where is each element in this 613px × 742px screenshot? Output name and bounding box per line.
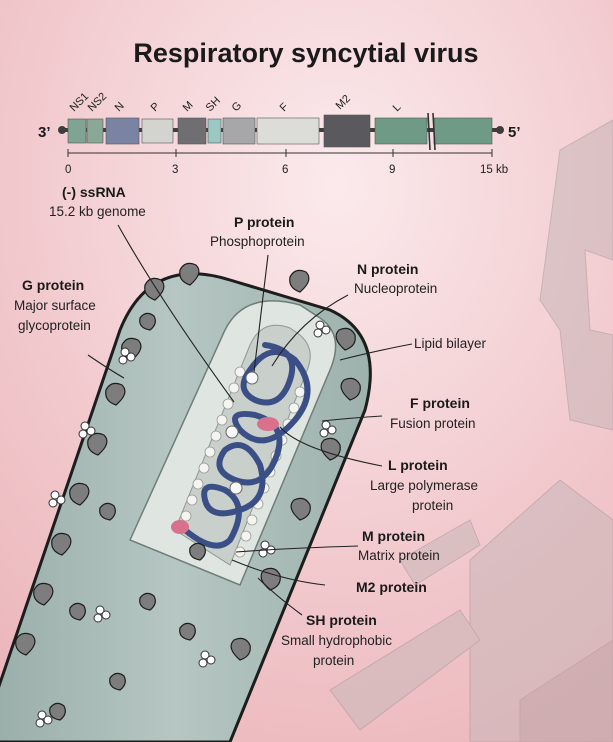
gene-m bbox=[178, 118, 206, 144]
genome-end-right bbox=[496, 126, 504, 134]
scale-tick-label: 15 bbox=[480, 164, 493, 176]
label-n-title: N protein bbox=[357, 261, 418, 277]
label-sh-title: SH protein bbox=[306, 612, 377, 628]
gene-n bbox=[106, 118, 139, 144]
label-ssrna-sub: 15.2 kb genome bbox=[49, 204, 146, 219]
gene-ns2 bbox=[87, 119, 103, 143]
label-m-sub: Matrix protein bbox=[358, 548, 440, 563]
label-m2-title: M2 protein bbox=[356, 579, 427, 595]
gene-f bbox=[257, 118, 319, 144]
gene-l-part1 bbox=[375, 118, 427, 144]
label-sh-sub2: protein bbox=[313, 653, 354, 668]
label-lipid: Lipid bilayer bbox=[414, 336, 487, 351]
genome-end-3prime: 3’ bbox=[38, 124, 51, 141]
label-p-title: P protein bbox=[234, 214, 294, 230]
genome-end-left bbox=[58, 126, 66, 134]
gene-p bbox=[142, 119, 173, 143]
scale-tick-label: 9 bbox=[389, 164, 395, 176]
genome-end-5prime: 5’ bbox=[508, 124, 521, 141]
label-g-sub2: glycoprotein bbox=[18, 318, 91, 333]
gene-ns1 bbox=[68, 119, 86, 143]
gene-sh bbox=[208, 119, 221, 143]
l-protein bbox=[257, 417, 279, 431]
scale-tick-label: 3 bbox=[172, 164, 178, 176]
label-g-sub1: Major surface bbox=[14, 298, 96, 313]
scale-tick-label: 6 bbox=[282, 164, 288, 176]
scale-unit-label: kb bbox=[496, 164, 508, 176]
label-sh-sub1: Small hydrophobic bbox=[281, 633, 392, 648]
label-ssrna-title: (-) ssRNA bbox=[62, 184, 126, 200]
gene-m2 bbox=[324, 115, 370, 147]
label-m-title: M protein bbox=[362, 528, 425, 544]
label-l-sub2: protein bbox=[412, 498, 453, 513]
gene-l-part2 bbox=[434, 118, 492, 144]
label-n-sub: Nucleoprotein bbox=[354, 281, 437, 296]
gene-g bbox=[223, 118, 255, 144]
label-g-title: G protein bbox=[22, 277, 84, 293]
scale-tick-label: 0 bbox=[65, 164, 71, 176]
label-l-title: L protein bbox=[388, 457, 448, 473]
label-f-title: F protein bbox=[410, 395, 470, 411]
page-title: Respiratory syncytial virus bbox=[133, 38, 478, 68]
label-f-sub: Fusion protein bbox=[390, 416, 476, 431]
label-p-sub: Phosphoprotein bbox=[210, 234, 305, 249]
l-protein bbox=[171, 520, 189, 534]
label-l-sub1: Large polymerase bbox=[370, 478, 478, 493]
